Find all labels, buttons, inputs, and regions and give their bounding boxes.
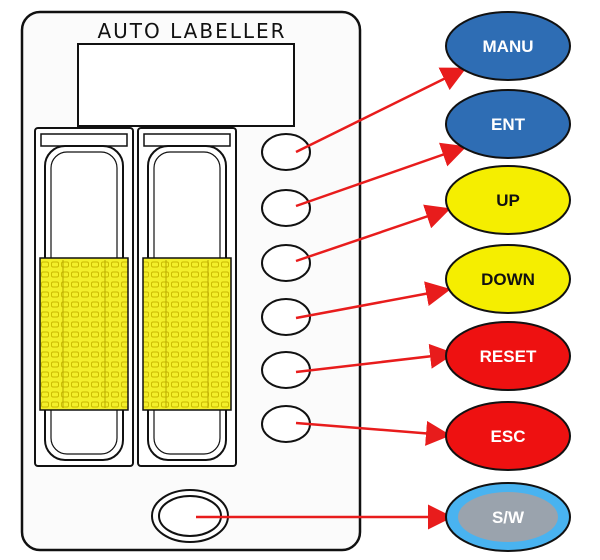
- panel-button-up[interactable]: [261, 244, 311, 282]
- button-manu-label: MANU: [483, 37, 534, 56]
- led-strip-right: [142, 257, 232, 411]
- arrow-reset: [295, 343, 455, 374]
- arrow-down: [295, 281, 451, 320]
- button-ent-label: ENT: [491, 115, 526, 134]
- arrow-up: [295, 204, 451, 263]
- button-sw: S/W: [445, 482, 571, 552]
- arrow-esc: [295, 420, 451, 446]
- button-ent: ENT: [445, 89, 571, 159]
- button-manu: MANU: [445, 11, 571, 81]
- button-up-label: UP: [496, 191, 520, 210]
- button-reset: RESET: [445, 321, 571, 391]
- label-roll-left: [34, 127, 134, 467]
- button-down-label: DOWN: [481, 270, 535, 289]
- button-esc-label: ESC: [491, 427, 526, 446]
- display-window: [77, 43, 295, 127]
- led-strip-left: [39, 257, 129, 411]
- panel-button-sw[interactable]: [151, 489, 229, 543]
- arrow-manu: [295, 67, 467, 154]
- button-down: DOWN: [445, 244, 571, 314]
- label-roll-right: [137, 127, 237, 467]
- arrow-ent: [295, 142, 467, 208]
- button-sw-label: S/W: [492, 508, 525, 527]
- device-panel: AUTO LABELLER: [20, 10, 362, 552]
- panel-title: AUTO LABELLER: [97, 19, 286, 43]
- button-reset-label: RESET: [480, 347, 537, 366]
- panel-button-down[interactable]: [261, 298, 311, 336]
- panel-button-ent[interactable]: [261, 189, 311, 227]
- button-esc: ESC: [445, 401, 571, 471]
- arrows: [196, 67, 467, 530]
- panel-button-manu[interactable]: [261, 133, 311, 171]
- button-up: UP: [445, 165, 571, 235]
